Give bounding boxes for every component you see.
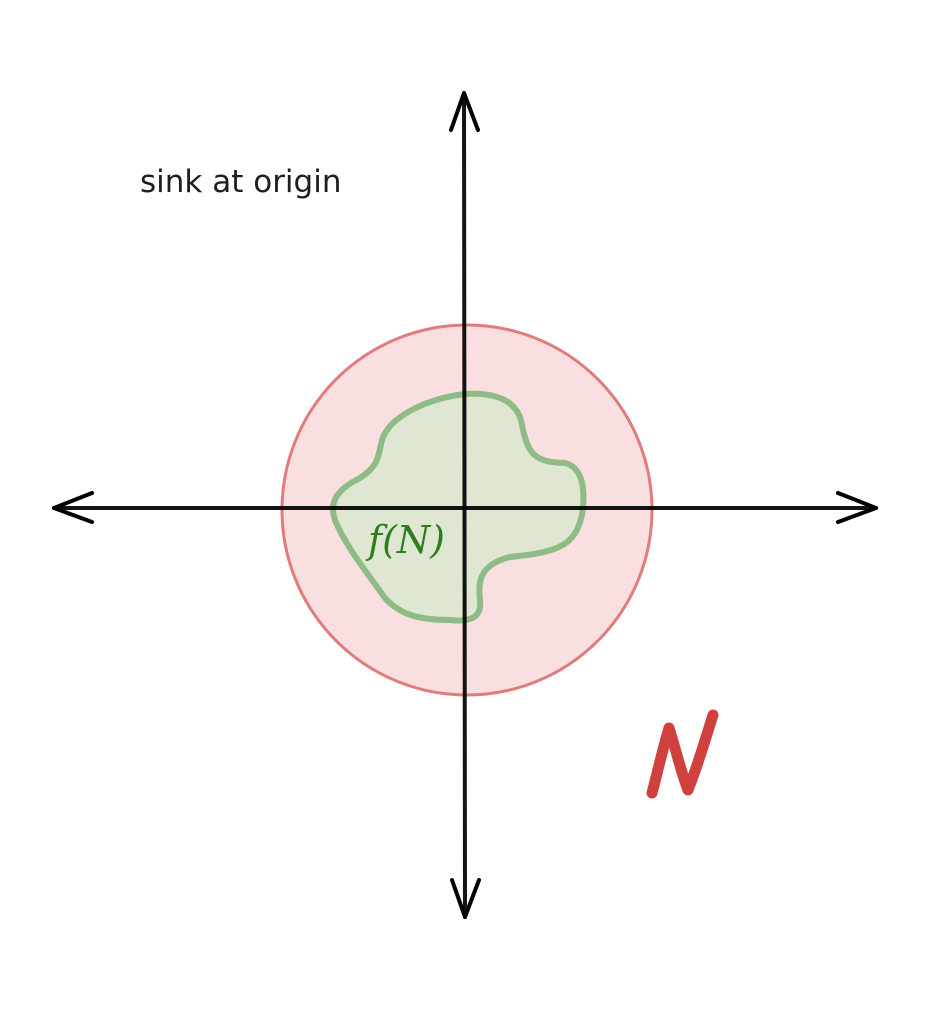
set-label-n-drawing	[646, 709, 719, 799]
arrowhead-up-icon	[449, 91, 480, 132]
vertical-axis	[449, 91, 481, 919]
arrowhead-down-icon	[450, 878, 481, 919]
arrowhead-left-icon	[52, 491, 94, 524]
image-label: f(N)	[365, 518, 445, 562]
annotation-sink-at-origin: sink at origin	[140, 164, 342, 200]
arrowhead-right-icon	[836, 491, 878, 524]
